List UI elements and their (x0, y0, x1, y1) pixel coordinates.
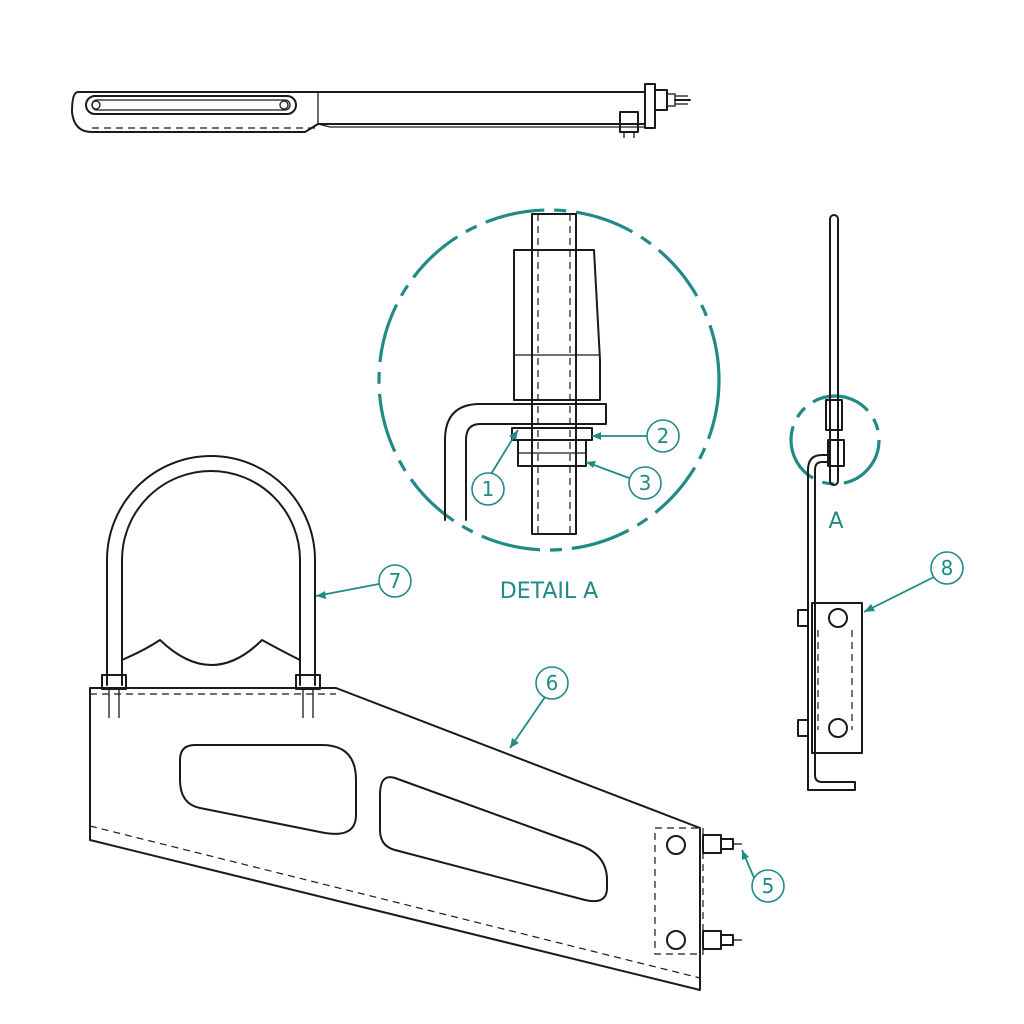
balloon-3-label: 3 (639, 471, 652, 495)
balloon-8-label: 8 (941, 556, 954, 580)
balloon-2 (646, 419, 680, 453)
balloon-8 (930, 551, 964, 585)
balloon-1-label: 1 (482, 477, 495, 501)
detail-boundary-circle (377, 208, 721, 552)
balloon-2-label: 2 (657, 424, 670, 448)
balloon-1 (471, 472, 505, 506)
side-view (789, 214, 881, 791)
balloon-5 (751, 869, 785, 903)
balloon-3 (628, 466, 662, 500)
callout-balloons: 1 2 3 5 6 7 8 (315, 419, 964, 903)
balloon-6 (535, 666, 569, 700)
balloon-7 (378, 564, 412, 598)
balloon-6-label: 6 (546, 671, 559, 695)
detail-a (377, 208, 721, 552)
balloon-7-label: 7 (389, 569, 402, 593)
top-view (71, 83, 691, 138)
front-view (89, 455, 742, 991)
balloon-5-label: 5 (762, 874, 775, 898)
detail-title: DETAIL A (500, 579, 598, 604)
callout-circle-a (789, 394, 881, 486)
view-callout-label: A (828, 509, 843, 534)
